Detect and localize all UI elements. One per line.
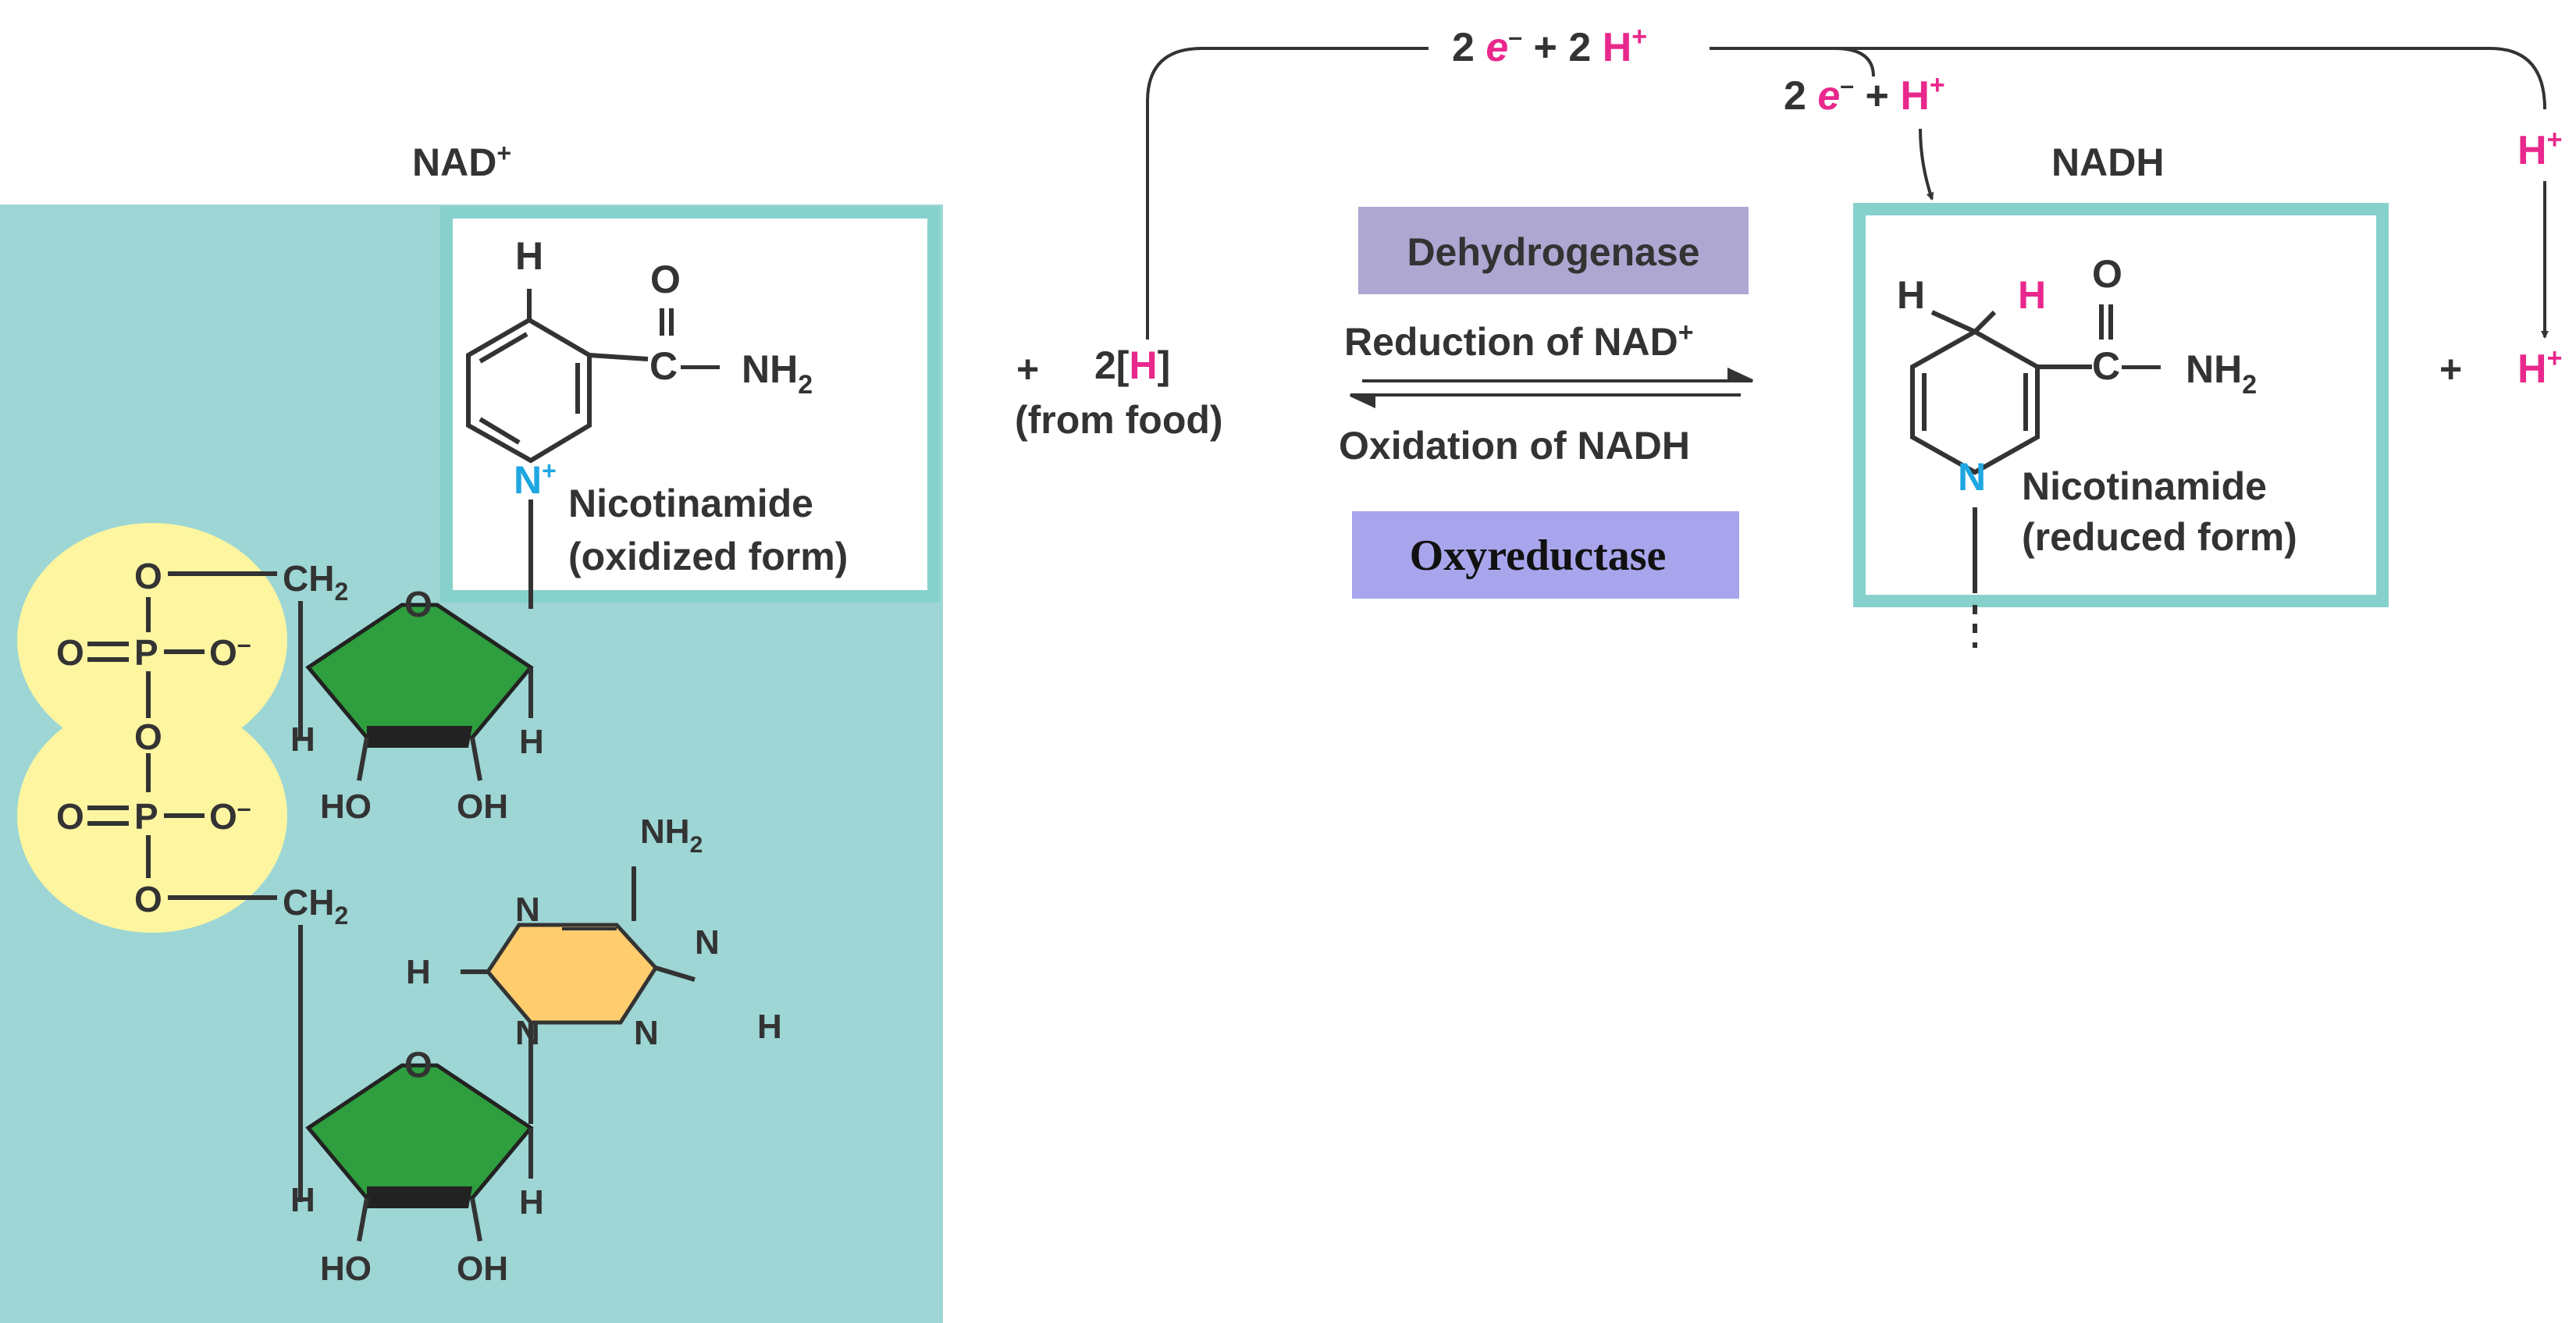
two-h-label: 2[H] bbox=[1094, 343, 1170, 387]
nicotinamide-reduced-ring bbox=[1910, 304, 2113, 648]
reduced-nh2: NH2 bbox=[2186, 347, 2257, 400]
ribose-top-h-right: H bbox=[519, 723, 544, 761]
reduced-dash: — bbox=[2122, 343, 2161, 386]
branch-electron-label: 2 e– + H+ bbox=[1784, 70, 1945, 119]
oxidized-nh2: NH2 bbox=[742, 347, 813, 400]
released-proton-top: H+ bbox=[2517, 125, 2562, 173]
oxidized-dash: — bbox=[681, 343, 720, 386]
nadh-title: NADH bbox=[2051, 140, 2164, 184]
adenine-ring bbox=[461, 866, 696, 1124]
equilibrium-arrows bbox=[1350, 367, 1753, 409]
released-proton-bottom: H+ bbox=[2517, 343, 2562, 392]
phosphate-ch2-top: CH2 bbox=[283, 558, 348, 606]
adenine-n-top-left: N bbox=[515, 891, 540, 929]
ribose-bottom-oh: OH bbox=[457, 1250, 508, 1288]
phosphate-o-bridge: O bbox=[134, 717, 162, 757]
nicotinamide-oxidized-ring bbox=[466, 289, 674, 609]
product-plus: + bbox=[2439, 347, 2462, 391]
ribose-bottom-o: O bbox=[404, 1044, 432, 1085]
adenine-n-right: N bbox=[695, 923, 720, 962]
oxyreductase-box bbox=[1352, 511, 1739, 599]
ribose-top-oh: OH bbox=[457, 788, 508, 826]
phosphate-o-minus-1: O– bbox=[209, 630, 251, 673]
phosphate-bonds bbox=[87, 571, 277, 900]
oxidized-n-plus: N+ bbox=[514, 457, 557, 502]
oxyreductase-label: Oxyreductase bbox=[1410, 532, 1667, 580]
ribose-top-h-left: H bbox=[290, 720, 315, 759]
adenine-nh2: NH2 bbox=[640, 813, 703, 858]
phosphate-o-minus-2: O– bbox=[209, 794, 251, 837]
reduced-h-left: H bbox=[1897, 273, 1925, 317]
ribose-bottom-h-left: H bbox=[290, 1181, 315, 1219]
reduced-o: O bbox=[2092, 252, 2122, 296]
adenine-n-bottom-right: N bbox=[634, 1014, 659, 1052]
nicotinamide-oxidized-name: Nicotinamide bbox=[568, 482, 813, 525]
phosphate-group-highlight bbox=[17, 523, 287, 933]
phosphate-p-1: P bbox=[134, 632, 158, 673]
adenine-n-bottom-left: N bbox=[515, 1014, 540, 1052]
ribose-bottom-h-right: H bbox=[519, 1183, 544, 1222]
dehydrogenase-box bbox=[1358, 207, 1749, 294]
oxidized-o: O bbox=[650, 258, 681, 301]
oxidation-label: Oxidation of NADH bbox=[1339, 424, 1690, 468]
oxidized-c: C bbox=[649, 344, 678, 388]
ribose-bottom-ho: HO bbox=[320, 1250, 372, 1288]
nicotinamide-oxidized-form: (oxidized form) bbox=[568, 535, 848, 578]
reduction-label: Reduction of NAD+ bbox=[1344, 318, 1694, 364]
ribose-top-ho: HO bbox=[320, 788, 372, 826]
adenine-h-right: H bbox=[757, 1008, 782, 1046]
reduced-c: C bbox=[2092, 344, 2120, 388]
reactant-plus: + bbox=[1016, 347, 1039, 391]
nicotinamide-reduced-name: Nicotinamide bbox=[2022, 464, 2267, 508]
nicotinamide-reduced-box bbox=[1853, 203, 2389, 607]
oxidized-h: H bbox=[515, 234, 543, 278]
electron-transfer-path bbox=[1146, 47, 2549, 340]
phosphate-p-2: P bbox=[134, 796, 158, 837]
ribose-bottom bbox=[298, 925, 534, 1242]
phosphate-o-bottom: O bbox=[134, 879, 162, 919]
top-electron-label: 2 e– + 2 H+ bbox=[1452, 22, 1647, 70]
from-food-label: (from food) bbox=[1015, 398, 1223, 442]
nad-plus-title: NAD+ bbox=[412, 139, 511, 184]
phosphate-o-double-2: O bbox=[56, 796, 84, 837]
phosphate-ch2-bottom: CH2 bbox=[283, 882, 348, 930]
reduced-h-right: H bbox=[2018, 273, 2046, 317]
adenine-h-left: H bbox=[406, 953, 431, 991]
nicotinamide-oxidized-box bbox=[440, 206, 940, 603]
phosphate-o-double-1: O bbox=[56, 632, 84, 673]
dehydrogenase-label: Dehydrogenase bbox=[1407, 230, 1699, 274]
ribose-top-o: O bbox=[404, 584, 432, 624]
reduced-n: N bbox=[1958, 455, 1986, 499]
phosphate-o-top: O bbox=[134, 556, 162, 596]
nicotinamide-reduced-form: (reduced form) bbox=[2022, 515, 2297, 559]
ribose-top bbox=[298, 601, 534, 781]
